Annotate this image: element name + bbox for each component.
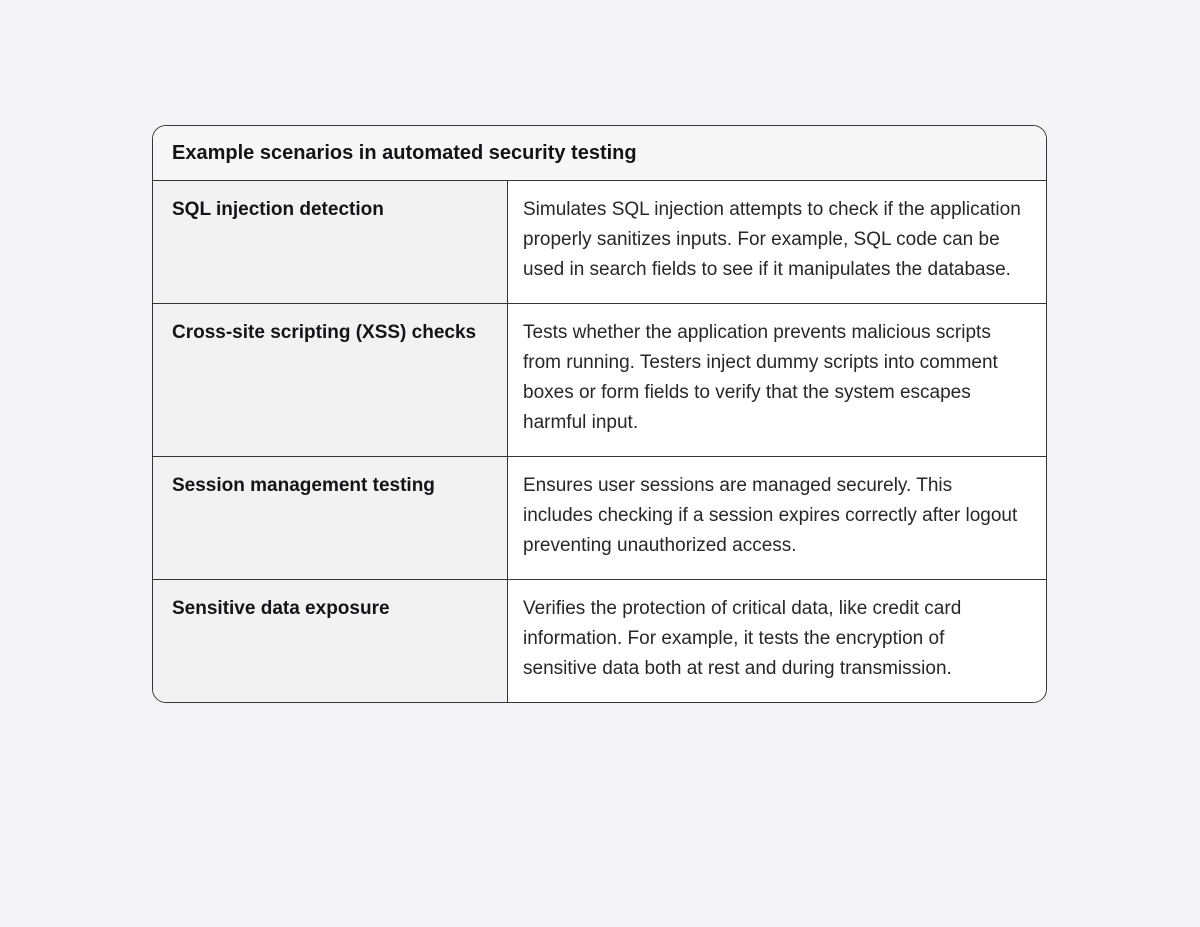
row-description-session-management: Ensures user sessions are managed secure… <box>508 457 1046 579</box>
row-label-sql-injection: SQL injection detection <box>153 181 508 303</box>
table-title: Example scenarios in automated security … <box>153 126 1046 181</box>
table-row: Sensitive data exposure Verifies the pro… <box>153 580 1046 702</box>
row-label-sensitive-data: Sensitive data exposure <box>153 580 508 702</box>
table-row: Cross-site scripting (XSS) checks Tests … <box>153 304 1046 457</box>
security-testing-table: Example scenarios in automated security … <box>152 125 1047 703</box>
table-row: Session management testing Ensures user … <box>153 457 1046 580</box>
row-label-xss-checks: Cross-site scripting (XSS) checks <box>153 304 508 456</box>
row-description-xss-checks: Tests whether the application prevents m… <box>508 304 1046 456</box>
row-description-sensitive-data: Verifies the protection of critical data… <box>508 580 1046 702</box>
row-label-session-management: Session management testing <box>153 457 508 579</box>
row-description-sql-injection: Simulates SQL injection attempts to chec… <box>508 181 1046 303</box>
table-row: SQL injection detection Simulates SQL in… <box>153 181 1046 304</box>
